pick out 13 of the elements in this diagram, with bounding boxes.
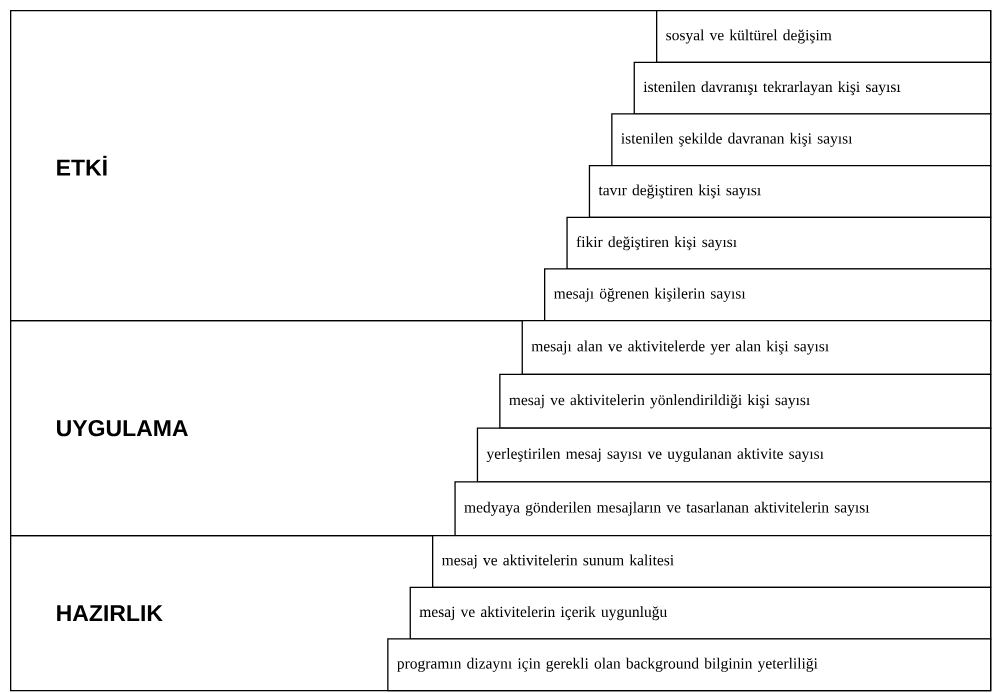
step-box: mesajı öğrenen kişilerin sayısı — [544, 268, 992, 322]
step-box: programın dizaynı için gerekli olan background bilginin yeterliliği — [387, 638, 992, 692]
step-box: mesaj ve aktivitelerin yönlendirildiği kişi sayısı — [499, 373, 992, 429]
step-box: mesajı alan ve aktivitelerde yer alan kişi sayısı — [521, 320, 992, 376]
step-box: sosyal ve kültürel değişim — [656, 10, 992, 63]
step-box: medyaya gönderilen mesajların ve tasarlanan aktivitelerin sayısı — [454, 481, 992, 537]
step-box: istenilen davranışı tekrarlayan kişi sayısı — [633, 61, 992, 115]
step-box: yerleştirilen mesaj sayısı ve uygulanan aktivite sayısı — [476, 427, 992, 483]
step-box: tavır değiştiren kişi sayısı — [588, 165, 992, 218]
step-box: fikir değiştiren kişi sayısı — [566, 216, 992, 270]
step-box: istenilen şekilde davranan kişi sayısı — [611, 113, 992, 167]
step-box: mesaj ve aktivitelerin içerik uygunluğu — [409, 586, 992, 640]
step-box: mesaj ve aktivitelerin sunum kalitesi — [432, 535, 992, 588]
